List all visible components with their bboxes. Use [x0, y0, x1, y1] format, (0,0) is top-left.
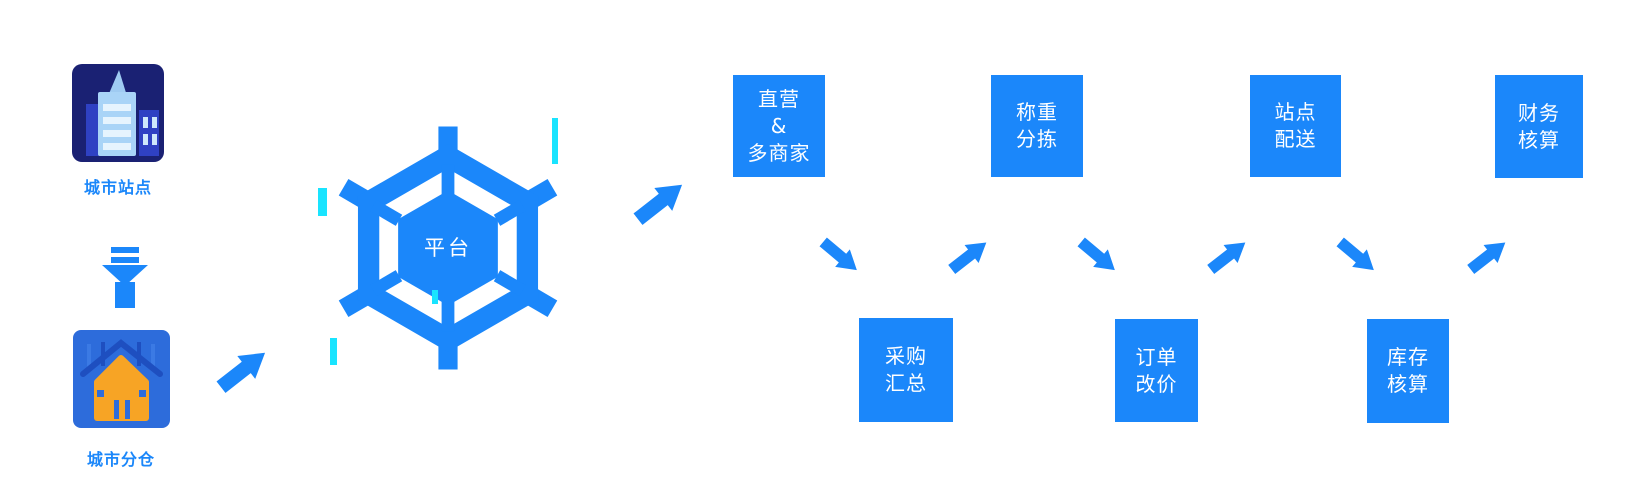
- platform-label: 平台: [424, 236, 472, 260]
- cyan-artifact-bar: [318, 188, 327, 216]
- warehouse-icon: [73, 330, 170, 428]
- down-right-arrow-icon: [1325, 223, 1390, 288]
- flow-box-direct-and-multi-merchant: 直营 & 多商家: [733, 75, 825, 177]
- up-right-arrow-icon: [202, 329, 284, 410]
- flow-box-order-reprice: 订单 改价: [1115, 319, 1198, 422]
- up-right-arrow-icon: [937, 224, 1001, 289]
- down-right-arrow-icon: [1066, 223, 1131, 288]
- city-warehouse-label: 城市分仓: [86, 450, 155, 469]
- striped-down-arrow-icon: [101, 246, 149, 308]
- city-station-label: 城市站点: [83, 178, 152, 197]
- cyan-artifact-bar: [432, 290, 438, 304]
- cyan-artifact-bar: [330, 338, 337, 365]
- flow-box-station-delivery: 站点 配送: [1250, 75, 1341, 177]
- flow-box-purchase-summary: 采购 汇总: [859, 318, 953, 422]
- flow-box-finance-accounting: 财务 核算: [1495, 75, 1583, 178]
- up-right-arrow-icon: [1196, 224, 1260, 289]
- hexagon-network-icon: [318, 118, 578, 378]
- flow-box-weighing-sorting: 称重 分拣: [991, 75, 1083, 177]
- flow-box-inventory-accounting: 库存 核算: [1367, 319, 1449, 423]
- down-right-arrow-icon: [808, 223, 873, 288]
- cyan-artifact-bar: [552, 118, 558, 164]
- city-buildings-icon: [72, 64, 164, 162]
- up-right-arrow-icon: [622, 165, 699, 240]
- up-right-arrow-icon: [1456, 224, 1520, 289]
